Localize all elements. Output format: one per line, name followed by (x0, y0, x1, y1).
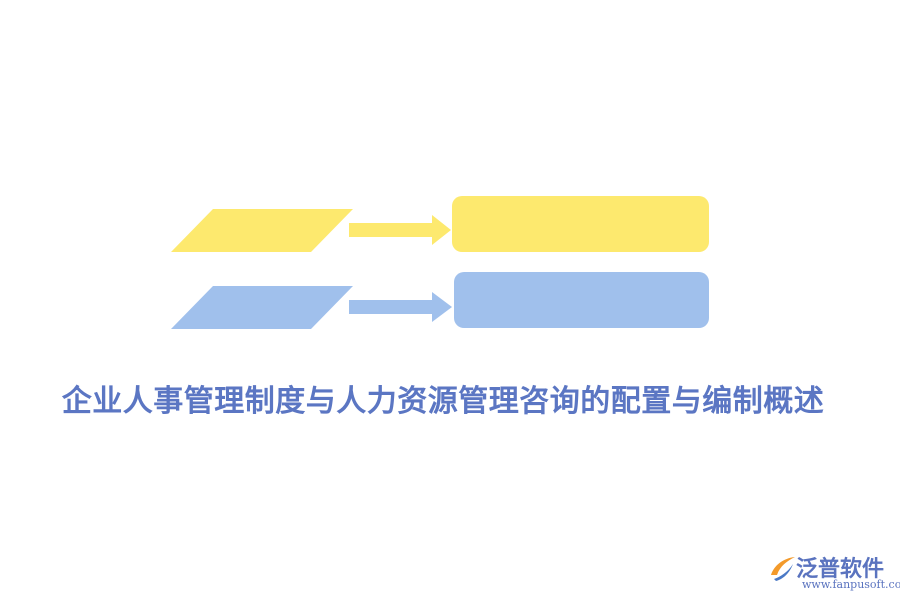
row-2-arrow (349, 292, 452, 322)
row-1-box (452, 196, 709, 252)
brand-logo: 泛普软件 www.fanpusoft.com (768, 551, 900, 593)
logo-brand-name: 泛普软件 (796, 557, 885, 582)
row-1-arrow-head (432, 215, 451, 245)
row-2-arrow-shaft (349, 300, 433, 314)
row-1-arrow (349, 215, 451, 245)
row-1-arrow-shaft (349, 223, 433, 237)
row-2-parallelogram (171, 286, 353, 329)
flow-row-2 (171, 272, 709, 329)
fanpu-logo-icon (771, 557, 795, 581)
logo-swoosh-blue (774, 564, 793, 581)
diagram-title: 企业人事管理制度与人力资源管理咨询的配置与编制概述 (61, 384, 825, 419)
row-2-box (454, 272, 709, 328)
logo-swoosh-orange (771, 557, 795, 575)
flow-row-1 (171, 196, 709, 252)
logo-url-text: www.fanpusoft.com (802, 578, 900, 591)
row-1-parallelogram (171, 209, 353, 252)
row-2-arrow-head (432, 292, 452, 322)
